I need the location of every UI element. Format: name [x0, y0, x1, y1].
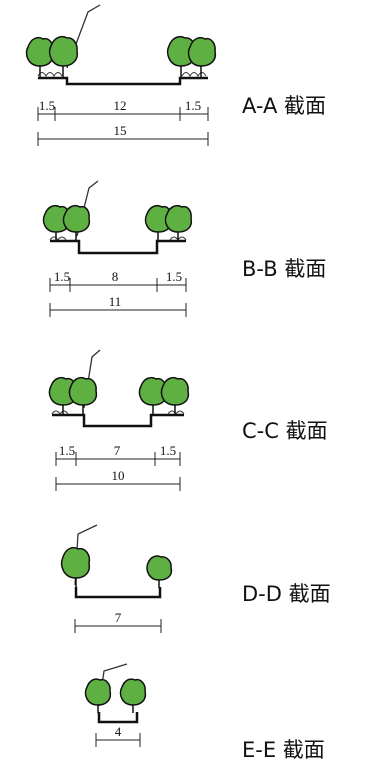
dimension-label: 1.5 [160, 443, 176, 458]
total-dimension [74, 619, 162, 633]
dimension-row [55, 452, 181, 466]
tree [60, 546, 91, 588]
dimension-label: 7 [114, 443, 121, 458]
tree [84, 678, 112, 713]
total-dimension [95, 733, 141, 747]
total-dimension [49, 303, 187, 317]
dimension-label: 12 [114, 98, 127, 113]
tree [62, 204, 91, 241]
total-dimension [37, 132, 209, 146]
tree [144, 204, 173, 241]
tree [68, 376, 98, 415]
road-profile [52, 413, 184, 428]
tree [187, 36, 217, 78]
total-label: 4 [115, 724, 122, 739]
section-c-c: 1.5 7 1.5 10 C-C 截面 [48, 349, 328, 491]
total-label: 11 [109, 294, 122, 309]
shrub [51, 410, 69, 415]
dimension-label: 1.5 [166, 269, 182, 284]
tree [25, 36, 55, 78]
dimension-row [49, 278, 187, 292]
total-label: 7 [115, 610, 122, 625]
section-title: A-A 截面 [242, 94, 326, 118]
tree [119, 678, 147, 713]
section-title: E-E 截面 [242, 738, 325, 762]
road-profile [38, 76, 208, 86]
tree [138, 376, 168, 415]
section-title: C-C 截面 [242, 419, 328, 443]
tree [160, 376, 190, 415]
dimension-row [37, 107, 209, 121]
tree [48, 35, 79, 78]
section-e-e: 4 E-E 截面 [84, 663, 325, 762]
section-b-b: 1.5 8 1.5 11 B-B 截面 [42, 180, 326, 317]
section-a-a: 1.5 12 1.5 15 A-A 截面 [25, 4, 326, 146]
tree [164, 204, 193, 241]
road-profile [97, 712, 139, 724]
road-profile [50, 239, 186, 255]
dimension-label: 1.5 [185, 98, 201, 113]
dimension-label: 1.5 [39, 98, 55, 113]
shrub [181, 72, 207, 78]
section-d-d: 7 D-D 截面 [60, 524, 331, 633]
section-title: D-D 截面 [242, 582, 331, 606]
shrub [167, 410, 185, 415]
total-label: 15 [114, 123, 127, 138]
total-dimension [55, 477, 181, 491]
dimension-label: 8 [112, 269, 119, 284]
dimension-label: 1.5 [59, 443, 75, 458]
shrub [49, 236, 67, 241]
dimension-label: 1.5 [54, 269, 70, 284]
road-profile [74, 587, 162, 599]
tree [146, 555, 173, 588]
total-label: 10 [112, 468, 125, 483]
shrub [37, 72, 63, 78]
section-title: B-B 截面 [242, 257, 326, 281]
